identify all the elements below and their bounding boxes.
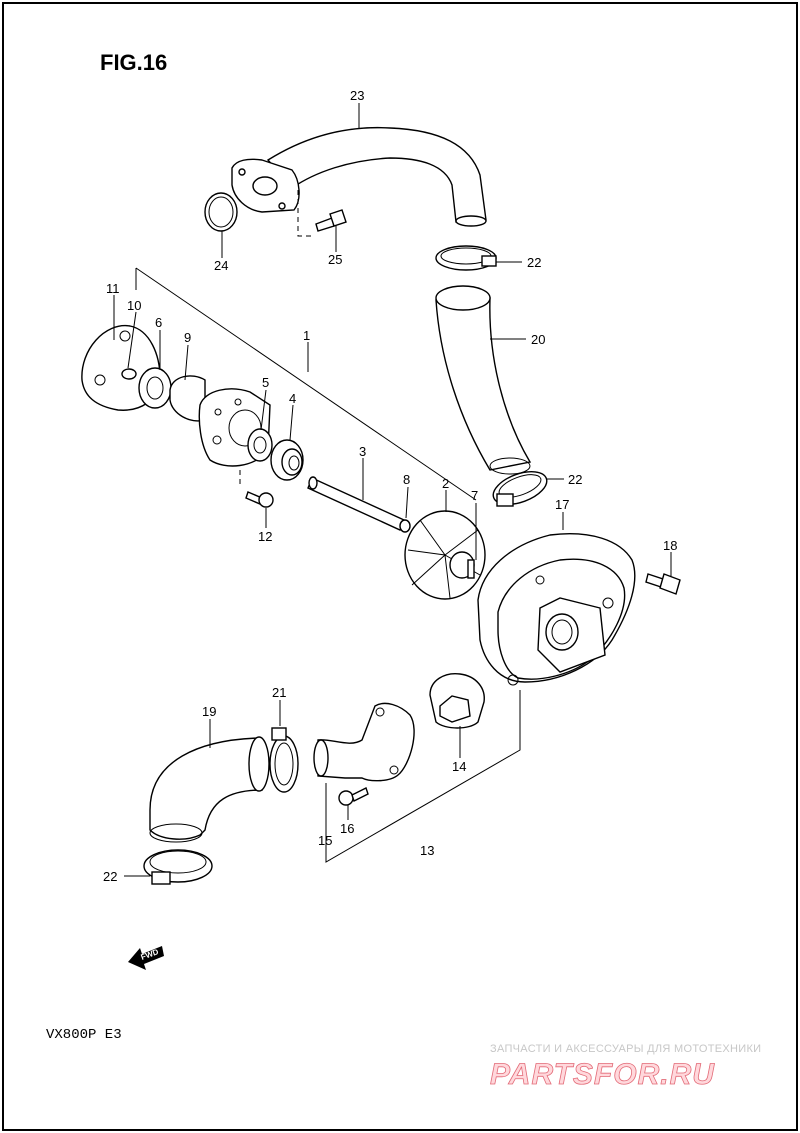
callout-22-middle: 22 (568, 472, 582, 487)
fwd-arrow-icon: FWD (128, 946, 164, 970)
callout-8: 8 (403, 472, 410, 487)
callout-22-lower: 22 (103, 869, 117, 884)
callout-12: 12 (258, 529, 272, 544)
figure-title: FIG.16 (100, 50, 167, 75)
callout-22-upper: 22 (527, 255, 541, 270)
callout-6: 6 (155, 315, 162, 330)
part-4-seal (270, 439, 304, 481)
part-22-clamp-upper (435, 245, 497, 271)
callout-11: 11 (106, 281, 120, 296)
callout-14: 14 (452, 759, 466, 774)
part-24-o-ring (204, 192, 238, 232)
part-20-hose (435, 285, 532, 475)
part-19-elbow-hose (149, 736, 270, 843)
callout-17: 17 (555, 497, 569, 512)
part-13-thermostat-cover (313, 702, 415, 782)
callout-10: 10 (127, 298, 141, 313)
part-5-seal (247, 428, 273, 462)
part-14-thermostat (429, 673, 485, 729)
callout-20: 20 (531, 332, 545, 347)
part-22-clamp-lower (143, 849, 213, 885)
callout-3: 3 (359, 444, 366, 459)
watermark-tagline: ЗАПЧАСТИ И АКСЕССУАРЫ ДЛЯ МОТОТЕХНИКИ (490, 1043, 761, 1055)
callout-15: 15 (318, 833, 332, 848)
part-2-impeller (404, 510, 486, 600)
part-25-bolt (315, 209, 347, 232)
callout-labels: 23 24 25 22 20 11 10 6 9 1 5 4 3 22 8 2 … (103, 88, 677, 884)
part-10-seal (121, 368, 137, 380)
part-12-screw (245, 491, 274, 508)
part-23-pipe (231, 126, 487, 227)
callout-1: 1 (303, 328, 310, 343)
part-7-pin (467, 559, 475, 579)
callout-2: 2 (442, 476, 449, 491)
callout-19: 19 (202, 704, 216, 719)
watermark-brand: PARTSFOR.RU (490, 1058, 715, 1091)
dashed-guide-25 (297, 190, 312, 237)
part-6-bearing (138, 367, 172, 409)
part-16-screw (338, 787, 369, 806)
callout-21: 21 (272, 685, 286, 700)
leader-lines (113, 103, 672, 877)
part-17-pump-cover (477, 533, 636, 686)
callout-4: 4 (289, 391, 296, 406)
callout-18: 18 (663, 538, 677, 553)
part-21-clamp (269, 727, 299, 793)
callout-5: 5 (262, 375, 269, 390)
callout-24: 24 (214, 258, 228, 273)
part-8-washer (399, 519, 411, 533)
model-code: VX800P E3 (46, 1027, 122, 1043)
callout-25: 25 (328, 252, 342, 267)
watermark: ЗАПЧАСТИ И АКСЕССУАРЫ ДЛЯ МОТОТЕХНИКИ PA… (490, 1043, 761, 1091)
part-18-bolt (645, 573, 681, 595)
part-3-shaft (307, 476, 405, 531)
callout-16: 16 (340, 821, 354, 836)
callout-13: 13 (420, 843, 434, 858)
callout-23: 23 (350, 88, 364, 103)
callout-9: 9 (184, 330, 191, 345)
callout-7: 7 (471, 488, 478, 503)
part-22-clamp-middle (492, 471, 548, 507)
